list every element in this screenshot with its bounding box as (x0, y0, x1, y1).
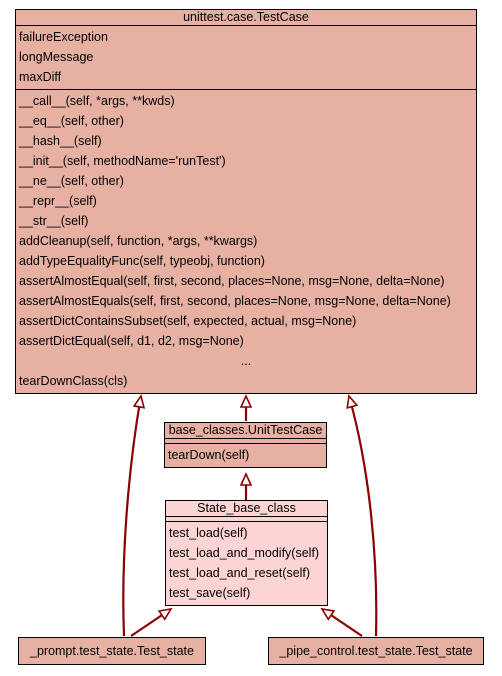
class-node-testcase[interactable]: unittest.case.TestCase failureException … (15, 9, 477, 394)
method-row: __eq__(self, other) (19, 114, 124, 128)
attribute-row: maxDiff (19, 70, 62, 84)
class-title: State_base_class (166, 501, 327, 517)
attribute-row: failureException (19, 30, 108, 44)
methods-section: __call__(self, *args, **kwds) __eq__(sel… (16, 90, 476, 393)
method-row: assertAlmostEquals(self, first, second, … (19, 294, 451, 308)
method-row: __ne__(self, other) (19, 174, 124, 188)
method-row: addTypeEqualityFunc(self, typeobj, funct… (19, 254, 265, 268)
class-node-prompt-test-state[interactable]: _prompt.test_state.Test_state (18, 637, 206, 665)
class-title: _pipe_control.test_state.Test_state (279, 644, 473, 658)
method-row: assertDictEqual(self, d1, d2, msg=None) (19, 334, 244, 348)
method-row: __init__(self, methodName='runTest') (19, 154, 226, 168)
method-row: assertDictContainsSubset(self, expected,… (19, 314, 357, 328)
class-node-unittestcase[interactable]: base_classes.UnitTestCase tearDown(self) (164, 422, 327, 468)
method-row: test_load(self) (169, 526, 248, 540)
method-row: tearDown(self) (168, 448, 250, 462)
method-row: test_save(self) (169, 586, 251, 600)
method-row: test_load_and_modify(self) (169, 546, 320, 560)
edge-prompt-to-testcase (122, 396, 141, 637)
attributes-section: failureException longMessage maxDiff (16, 26, 476, 90)
class-node-state-base-class[interactable]: State_base_class test_load(self) test_lo… (165, 500, 328, 606)
edge-pipe-to-testcase (349, 396, 378, 637)
method-row: __repr__(self) (19, 194, 97, 208)
method-row: assertAlmostEqual(self, first, second, p… (19, 274, 445, 288)
methods-ellipsis: ... (240, 354, 252, 368)
empty-attributes-section (166, 517, 327, 522)
empty-attributes-section (165, 439, 326, 444)
method-row: __hash__(self) (19, 134, 102, 148)
class-title: _prompt.test_state.Test_state (30, 644, 194, 658)
methods-section: tearDown(self) (165, 444, 326, 467)
edge-pipe-to-statebase (322, 609, 363, 637)
class-title: base_classes.UnitTestCase (165, 423, 326, 439)
method-row: tearDownClass(cls) (19, 374, 128, 388)
methods-section: test_load(self) test_load_and_modify(sel… (166, 522, 327, 605)
attribute-row: longMessage (19, 50, 94, 64)
class-title: unittest.case.TestCase (16, 10, 476, 26)
edge-prompt-to-statebase (130, 609, 171, 637)
method-row: __call__(self, *args, **kwds) (19, 94, 175, 108)
class-node-pipe-test-state[interactable]: _pipe_control.test_state.Test_state (268, 637, 484, 665)
method-row: __str__(self) (19, 214, 89, 228)
method-row: test_load_and_reset(self) (169, 566, 311, 580)
method-row: addCleanup(self, function, *args, **kwar… (19, 234, 258, 248)
